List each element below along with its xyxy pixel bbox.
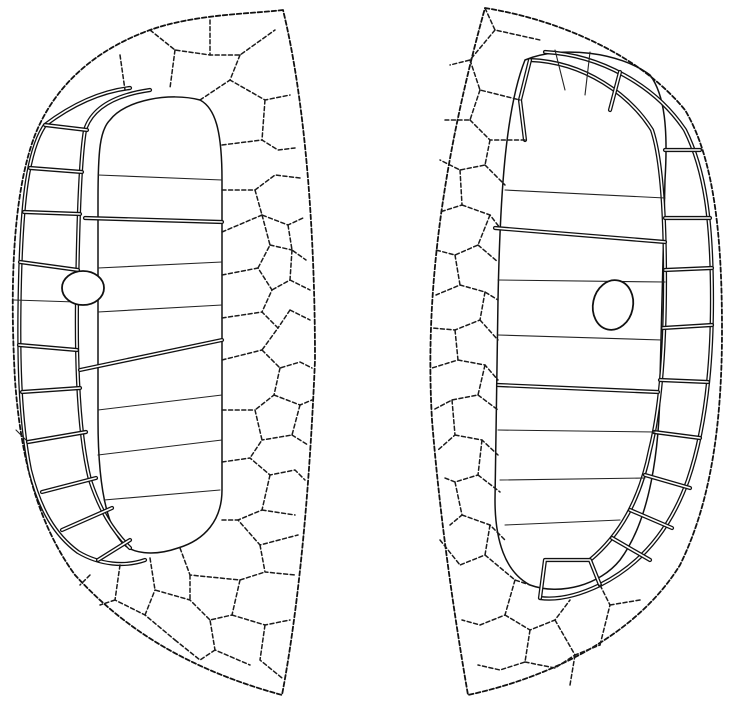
right-inner-chamber <box>495 52 666 589</box>
right-nucleus <box>588 276 638 333</box>
left-section <box>13 10 315 695</box>
left-ring-partitions <box>19 125 222 560</box>
left-chamber-lines <box>14 175 222 500</box>
right-outer-outline <box>430 8 722 695</box>
left-dashed-cells <box>80 20 312 678</box>
left-nucleus <box>62 271 104 305</box>
right-ring-partitions <box>495 60 712 598</box>
left-inner-chamber <box>98 97 222 553</box>
right-section <box>430 8 722 695</box>
